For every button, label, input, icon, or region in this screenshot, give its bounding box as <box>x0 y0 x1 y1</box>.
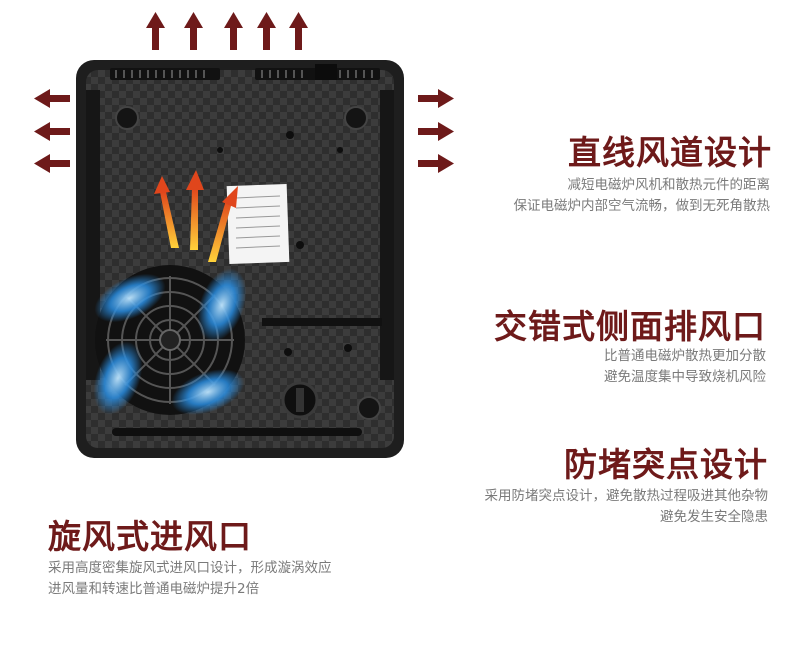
exhaust-arrow-icon <box>418 122 454 141</box>
right-exhaust-arrows <box>418 89 454 173</box>
desc-line: 避免温度集中导致烧机风险 <box>604 369 766 385</box>
airflow-arrow-icon <box>154 176 179 248</box>
desc-line: 比普通电磁炉散热更加分散 <box>604 348 766 364</box>
top-exhaust-arrows <box>146 12 308 50</box>
exhaust-arrow-icon <box>146 12 165 50</box>
exhaust-arrow-icon <box>224 12 243 50</box>
desc-line: 进风量和转速比普通电磁炉提升2倍 <box>48 581 260 597</box>
exhaust-arrow-icon <box>257 12 276 50</box>
fan-blade-glow <box>93 268 247 415</box>
exhaust-arrow-icon <box>289 12 308 50</box>
feature-desc-anti-block: 采用防堵突点设计，避免散热过程吸进其他杂物 避免发生安全隐患 <box>485 486 769 528</box>
feature-desc-straight-duct: 减短电磁炉风机和散热元件的距离 保证电磁炉内部空气流畅，做到无死角散热 <box>514 175 771 217</box>
airflow-arrows <box>154 170 238 262</box>
desc-line: 保证电磁炉内部空气流畅，做到无死角散热 <box>513 198 771 214</box>
desc-line: 采用防堵突点设计，避免散热过程吸进其他杂物 <box>484 488 769 504</box>
exhaust-arrow-icon <box>34 89 70 108</box>
product-illustration <box>34 12 454 458</box>
airflow-arrow-icon <box>186 170 204 250</box>
desc-line: 减短电磁炉风机和散热元件的距离 <box>567 177 771 193</box>
airflow-arrow-icon <box>208 186 238 262</box>
left-exhaust-arrows <box>34 89 70 173</box>
feature-desc-cyclone-intake: 采用高度密集旋风式进风口设计，形成漩涡效应 进风量和转速比普通电磁炉提升2倍 <box>48 558 332 600</box>
exhaust-arrow-icon <box>34 122 70 141</box>
exhaust-arrow-icon <box>418 89 454 108</box>
feature-title-anti-block: 防堵突点设计 <box>564 445 768 484</box>
desc-line: 采用高度密集旋风式进风口设计，形成漩涡效应 <box>48 560 332 576</box>
exhaust-arrow-icon <box>184 12 203 50</box>
exhaust-arrow-icon <box>34 154 70 173</box>
feature-title-cyclone-intake: 旋风式进风口 <box>48 517 252 556</box>
feature-title-straight-duct: 直线风道设计 <box>568 133 772 172</box>
feature-title-side-vent: 交错式侧面排风口 <box>494 307 766 346</box>
feature-desc-side-vent: 比普通电磁炉散热更加分散 避免温度集中导致烧机风险 <box>604 346 766 388</box>
fan-icon <box>93 265 247 415</box>
desc-line: 避免发生安全隐患 <box>660 509 768 525</box>
exhaust-arrow-icon <box>418 154 454 173</box>
